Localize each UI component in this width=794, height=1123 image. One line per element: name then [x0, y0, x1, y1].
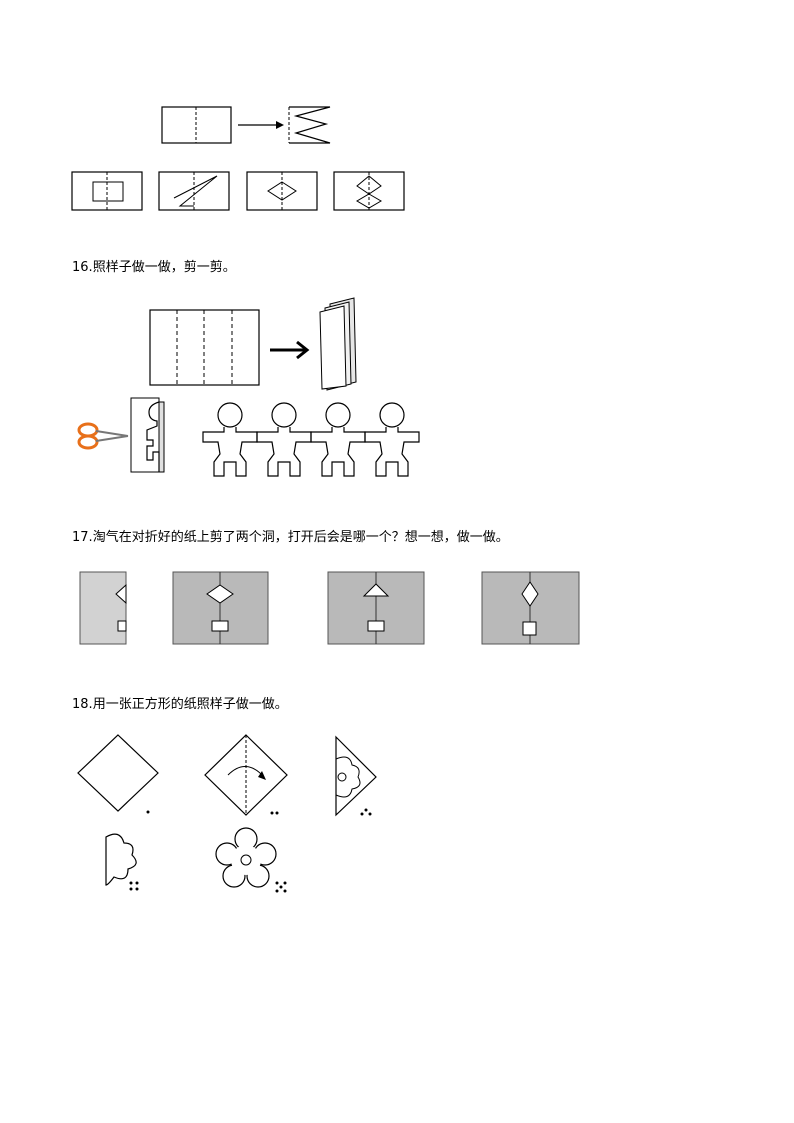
holes-figure [79, 571, 580, 645]
question-16: 16.照样子做一做，剪一剪。 [72, 259, 236, 277]
paper-people-figure [77, 297, 420, 477]
answer-option-b [327, 571, 425, 645]
half-flower [105, 833, 139, 891]
full-flower [215, 827, 287, 893]
question-text: 照样子做一做，剪一剪。 [92, 260, 236, 275]
question-17: 17.淘气在对折好的纸上剪了两个洞，打开后会是哪一个？想一想，做一做。 [72, 529, 509, 547]
folded-paper-cutting [130, 397, 165, 473]
folded-stack [319, 297, 357, 391]
zigzag-cut [289, 106, 331, 144]
scissors-icon [77, 422, 129, 450]
question-text: 淘气在对折好的纸上剪了两个洞，打开后会是哪一个？想一想，做一做。 [92, 530, 509, 545]
question-number: 17. [72, 530, 93, 545]
question-number: 16. [72, 260, 93, 275]
paper-people-chain [202, 402, 420, 477]
fold-step-2 [335, 735, 377, 817]
fold-step-1 [204, 734, 288, 816]
person-body [256, 427, 312, 477]
option-b [158, 171, 230, 211]
person-body [310, 427, 366, 477]
question-number: 18. [72, 697, 93, 712]
question-text: 用一张正方形的纸照样子做一做。 [92, 697, 288, 712]
person-head [217, 402, 243, 428]
answer-option-c [481, 571, 580, 645]
folded-half-paper [79, 571, 127, 645]
fold-example-figure [71, 106, 405, 211]
person-head [271, 402, 297, 428]
person-head [325, 402, 351, 428]
person-body [364, 427, 420, 477]
option-c [246, 171, 318, 211]
question-18: 18.用一张正方形的纸照样子做一做。 [72, 696, 288, 714]
answer-option-a [172, 571, 269, 645]
person-head [379, 402, 405, 428]
square-paper [77, 734, 159, 812]
option-a [71, 171, 143, 211]
person-body [202, 427, 258, 477]
option-d [333, 171, 405, 211]
flower-figure [77, 734, 377, 893]
